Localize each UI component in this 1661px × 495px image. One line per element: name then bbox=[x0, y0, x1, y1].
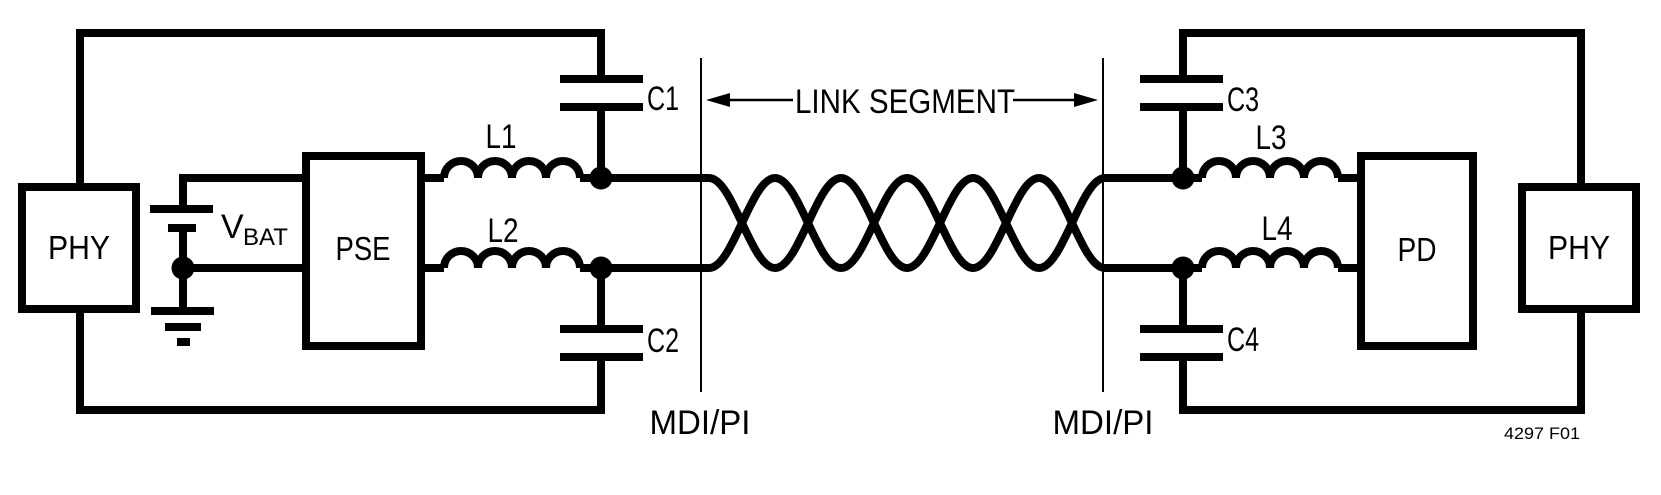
twisted-pair-wire-b bbox=[601, 173, 1183, 273]
l4-inductor bbox=[1183, 247, 1357, 272]
c1-capacitor bbox=[560, 75, 643, 178]
pd-label: PD bbox=[1398, 231, 1437, 268]
c2-capacitor bbox=[560, 268, 643, 361]
l3-label: L3 bbox=[1256, 119, 1287, 157]
pse-box bbox=[302, 152, 425, 350]
l4-coil bbox=[1198, 247, 1342, 269]
phy-right-box bbox=[1518, 183, 1640, 313]
mdi-pi-right-label: MDI/PI bbox=[1053, 404, 1154, 442]
twisted-pair-cable bbox=[601, 173, 1183, 273]
l3-coil bbox=[1198, 157, 1342, 179]
right-bottom-junction-dot bbox=[1171, 256, 1195, 280]
l2-label: L2 bbox=[488, 212, 519, 250]
phy-left-box bbox=[18, 183, 140, 313]
right-top-junction-dot bbox=[1171, 166, 1195, 190]
phy-left-label: PHY bbox=[48, 229, 110, 266]
pse-label: PSE bbox=[336, 230, 391, 267]
c3-capacitor bbox=[1140, 75, 1223, 178]
link-segment-callout: LINK SEGMENT bbox=[706, 83, 1098, 121]
vbat-subscript: BAT bbox=[243, 224, 288, 251]
phy-right-label: PHY bbox=[1548, 229, 1610, 266]
link-segment-arrow-left-icon bbox=[706, 93, 730, 107]
battery-top-wire bbox=[179, 174, 302, 205]
left-loop-top-wire bbox=[76, 29, 605, 183]
twisted-pair-wire-a bbox=[601, 173, 1183, 273]
c2-label: C2 bbox=[647, 322, 679, 360]
mdi-pi-left-label: MDI/PI bbox=[650, 404, 751, 442]
c4-label: C4 bbox=[1227, 321, 1259, 359]
pd-box bbox=[1357, 152, 1477, 350]
right-loop-bottom-wire bbox=[1179, 313, 1585, 414]
c3-label: C3 bbox=[1227, 81, 1259, 119]
figure-ref: 4297 F01 bbox=[1504, 424, 1580, 443]
l4-label: L4 bbox=[1262, 210, 1293, 248]
right-loop-top-wire bbox=[1179, 29, 1585, 183]
ground-symbol bbox=[151, 268, 214, 346]
l3-inductor bbox=[1183, 157, 1357, 182]
c4-capacitor bbox=[1140, 268, 1223, 361]
l1-coil bbox=[440, 157, 584, 179]
l2-inductor bbox=[425, 247, 601, 272]
l1-inductor bbox=[425, 157, 601, 182]
l1-label: L1 bbox=[486, 118, 517, 156]
c1-label: C1 bbox=[647, 80, 679, 118]
left-loop-bottom-wire bbox=[76, 313, 605, 414]
vbat-label: V bbox=[221, 208, 244, 246]
link-segment-label: LINK SEGMENT bbox=[795, 83, 1015, 121]
l2-coil bbox=[440, 247, 584, 269]
link-segment-arrow-right-icon bbox=[1074, 93, 1098, 107]
